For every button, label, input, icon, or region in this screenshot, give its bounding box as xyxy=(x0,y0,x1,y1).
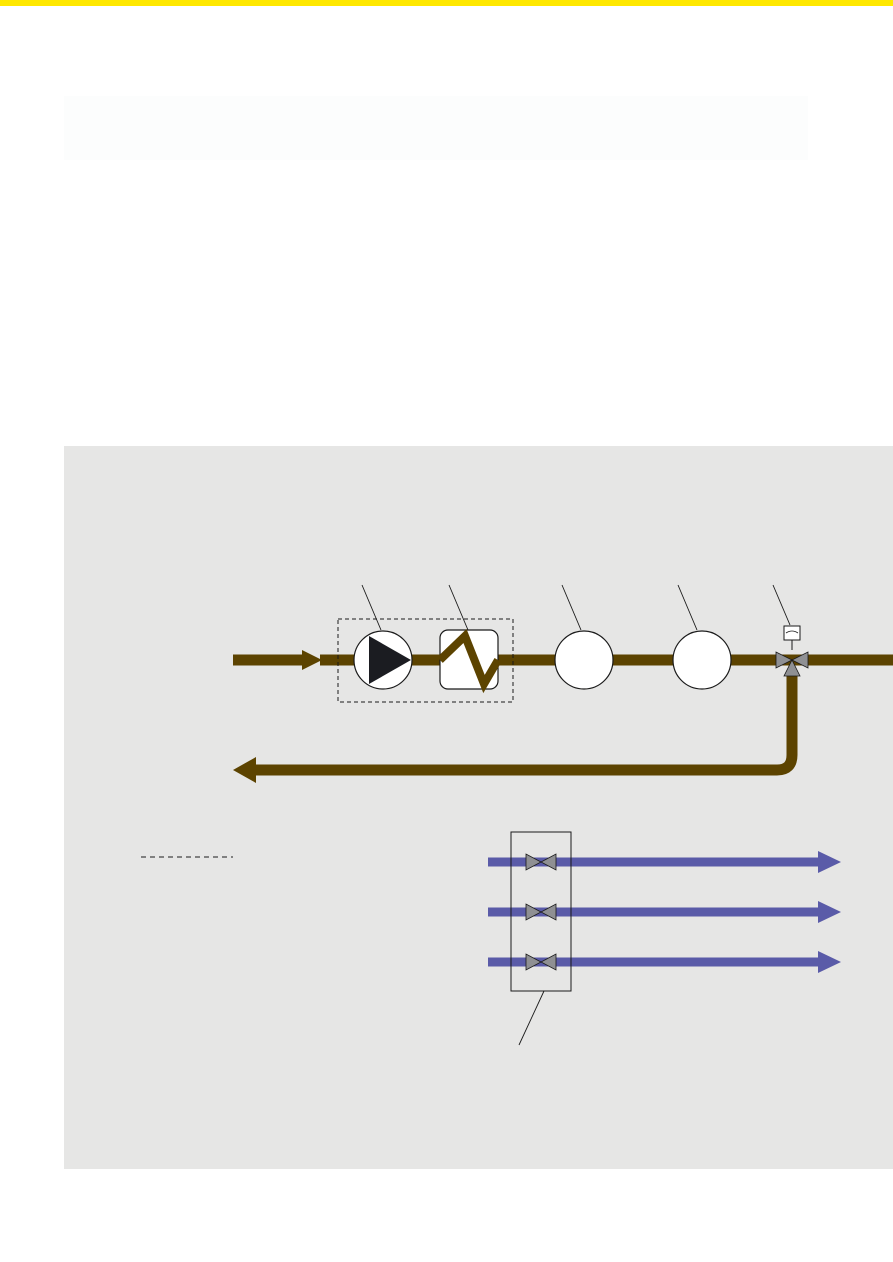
three-way-valve xyxy=(775,625,809,677)
gate-valve-icon xyxy=(525,953,542,971)
unit-boundary xyxy=(337,618,514,703)
header-band xyxy=(64,96,808,160)
distribution-arrow-icon xyxy=(818,851,841,873)
inlet-arrow-icon xyxy=(302,650,322,670)
top-accent-rule xyxy=(0,0,893,6)
gate-valve-icon xyxy=(525,853,542,871)
pump xyxy=(353,630,413,690)
valve-group-box xyxy=(510,831,572,992)
distribution-arrow-icon xyxy=(818,951,841,973)
valve-actuator-icon xyxy=(783,625,801,641)
gate-valve-1 xyxy=(525,853,557,871)
return-arrow-icon xyxy=(233,757,256,783)
pump-icon xyxy=(369,636,411,684)
valve-port-bottom-icon xyxy=(783,659,801,677)
gate-valves xyxy=(525,853,557,971)
heat-exchanger-leader xyxy=(448,584,469,631)
actuator-spring-icon xyxy=(785,630,799,634)
return-pipe xyxy=(252,672,798,776)
instrument-1-icon xyxy=(554,630,614,690)
valve-port-right-icon xyxy=(791,651,809,669)
diagram-panel xyxy=(64,446,893,1169)
instrument-2-leader xyxy=(677,584,698,631)
heat-exchanger xyxy=(437,628,502,694)
instrument-2-icon xyxy=(672,630,732,690)
distribution-arrow-icon xyxy=(818,901,841,923)
gate-valve-2 xyxy=(525,903,557,921)
gate-valve-icon xyxy=(525,903,542,921)
heat-exchanger-icon xyxy=(437,628,502,694)
pump-leader xyxy=(361,584,382,631)
instrument-1-leader xyxy=(561,584,582,631)
valve-group-leader xyxy=(518,990,545,1046)
valve-leader xyxy=(772,584,791,626)
valve-port-left-icon xyxy=(775,651,793,669)
component-leaders xyxy=(361,584,791,631)
gate-valve-3 xyxy=(525,953,557,971)
